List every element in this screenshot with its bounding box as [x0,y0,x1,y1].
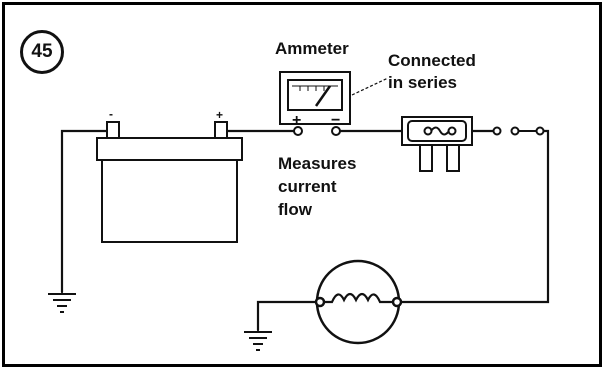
battery-negative-symbol: - [109,107,113,121]
measures-label-line2: current [278,177,337,196]
battery-positive-symbol: + [216,108,223,122]
leader-line [351,77,389,96]
lamp-coil-icon [314,259,403,345]
wire-lamp-to-ground [256,300,319,332]
fuse-block-icon [401,116,473,172]
measures-label-line1: Measures [278,154,357,173]
battery-icon [96,121,243,243]
figure-number-badge: 45 [20,30,64,74]
switch-icon [492,126,545,136]
connected-label-line1: Connected [388,51,476,70]
ammeter-label: Ammeter [275,39,349,58]
ammeter-icon [279,71,351,136]
meter-positive-symbol: + [292,112,301,129]
ground-icon [48,293,76,313]
meter-negative-symbol: − [331,112,340,129]
wire-battery-negative [60,129,114,294]
ground-icon [244,331,272,351]
measures-label-line3: flow [278,200,312,219]
connected-label-line2: in series [388,73,457,92]
